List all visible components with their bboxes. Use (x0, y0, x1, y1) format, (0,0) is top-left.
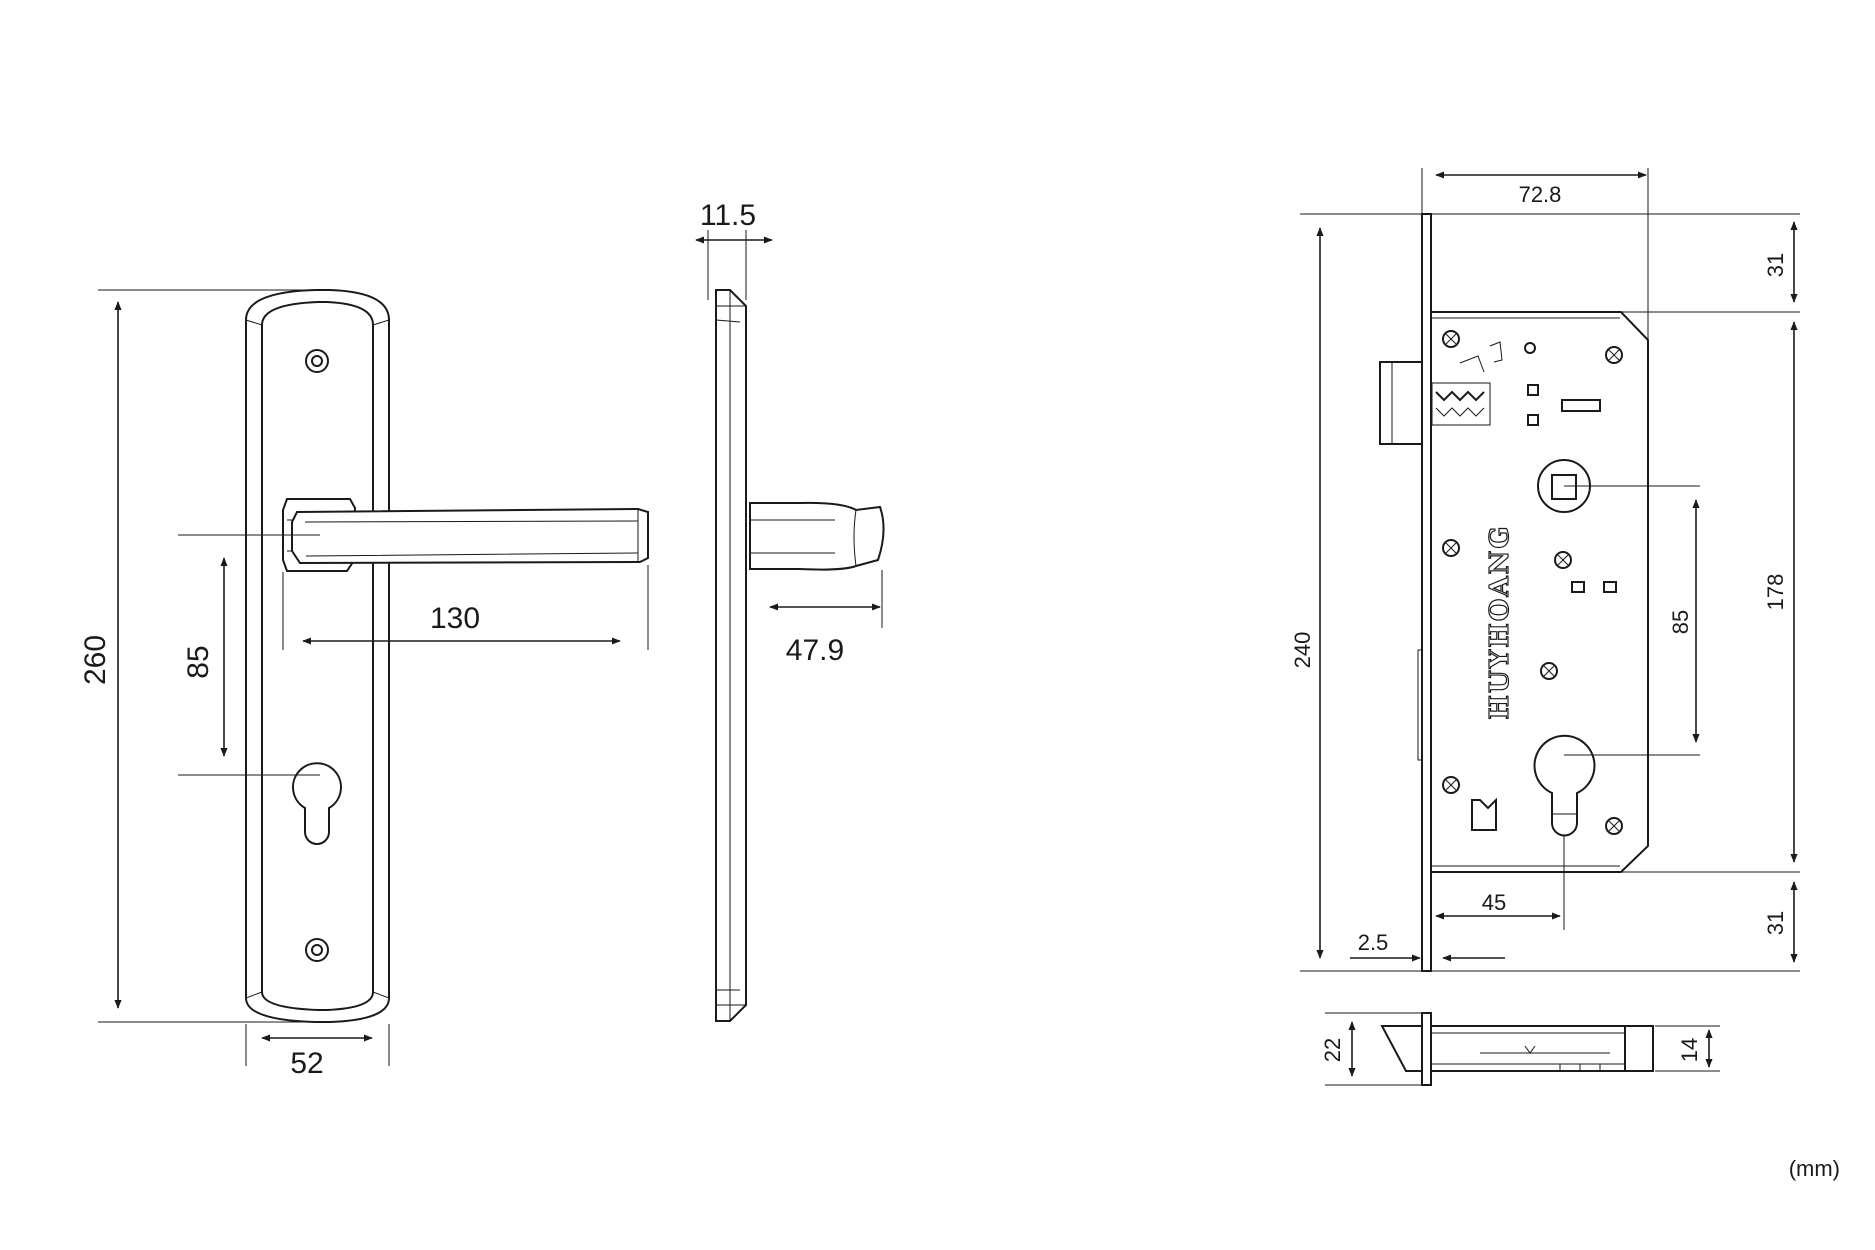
lock-body-view: HUYHOANG 240 72.8 31 178 31 85 45 2.5 (1290, 168, 1800, 972)
dim-85-lock: 85 (1668, 610, 1693, 634)
faceplate (1421, 213, 1432, 972)
screw-hole-bottom (305, 938, 329, 962)
dim-31-top: 31 (1763, 253, 1788, 277)
side-plate (715, 289, 747, 1022)
dim-11-5: 11.5 (700, 199, 756, 232)
latch-spring (1435, 390, 1485, 402)
dim-45: 45 (1482, 890, 1506, 915)
dim-130: 130 (430, 602, 480, 635)
dim-240: 240 (1290, 632, 1315, 669)
latch-bolt (1379, 361, 1423, 445)
dim-260: 260 (79, 635, 112, 685)
dim-47-9: 47.9 (786, 634, 844, 667)
bottom-faceplate (1421, 1012, 1432, 1086)
bottom-latch (1380, 1025, 1423, 1072)
screw-hole-top (305, 349, 329, 373)
lever-arm (291, 507, 649, 565)
dim-14: 14 (1677, 1038, 1702, 1062)
keyhole (292, 762, 342, 845)
side-lever (749, 501, 885, 571)
units-label: (mm) (1789, 1156, 1840, 1181)
dim-52: 52 (290, 1047, 323, 1080)
brand-logo: HUYHOANG (1485, 524, 1515, 719)
case-screws (1442, 330, 1623, 835)
lock-case (1431, 311, 1649, 873)
dim-178: 178 (1763, 574, 1788, 611)
dim-72-8: 72.8 (1519, 182, 1562, 207)
dim-22: 22 (1320, 1038, 1345, 1062)
dim-85-front: 85 (182, 645, 215, 678)
dim-31-bottom: 31 (1763, 911, 1788, 935)
cylinder-cutout (1533, 734, 1596, 837)
backplate-outline (245, 289, 390, 1023)
lock-bottom-view: 22 14 (1320, 1012, 1720, 1086)
backplate-bevel (261, 301, 374, 1011)
handle-front-view: 260 85 52 130 (79, 289, 649, 1080)
handle-side-view: 11.5 47.9 (695, 199, 885, 1022)
dim-2-5: 2.5 (1358, 930, 1389, 955)
